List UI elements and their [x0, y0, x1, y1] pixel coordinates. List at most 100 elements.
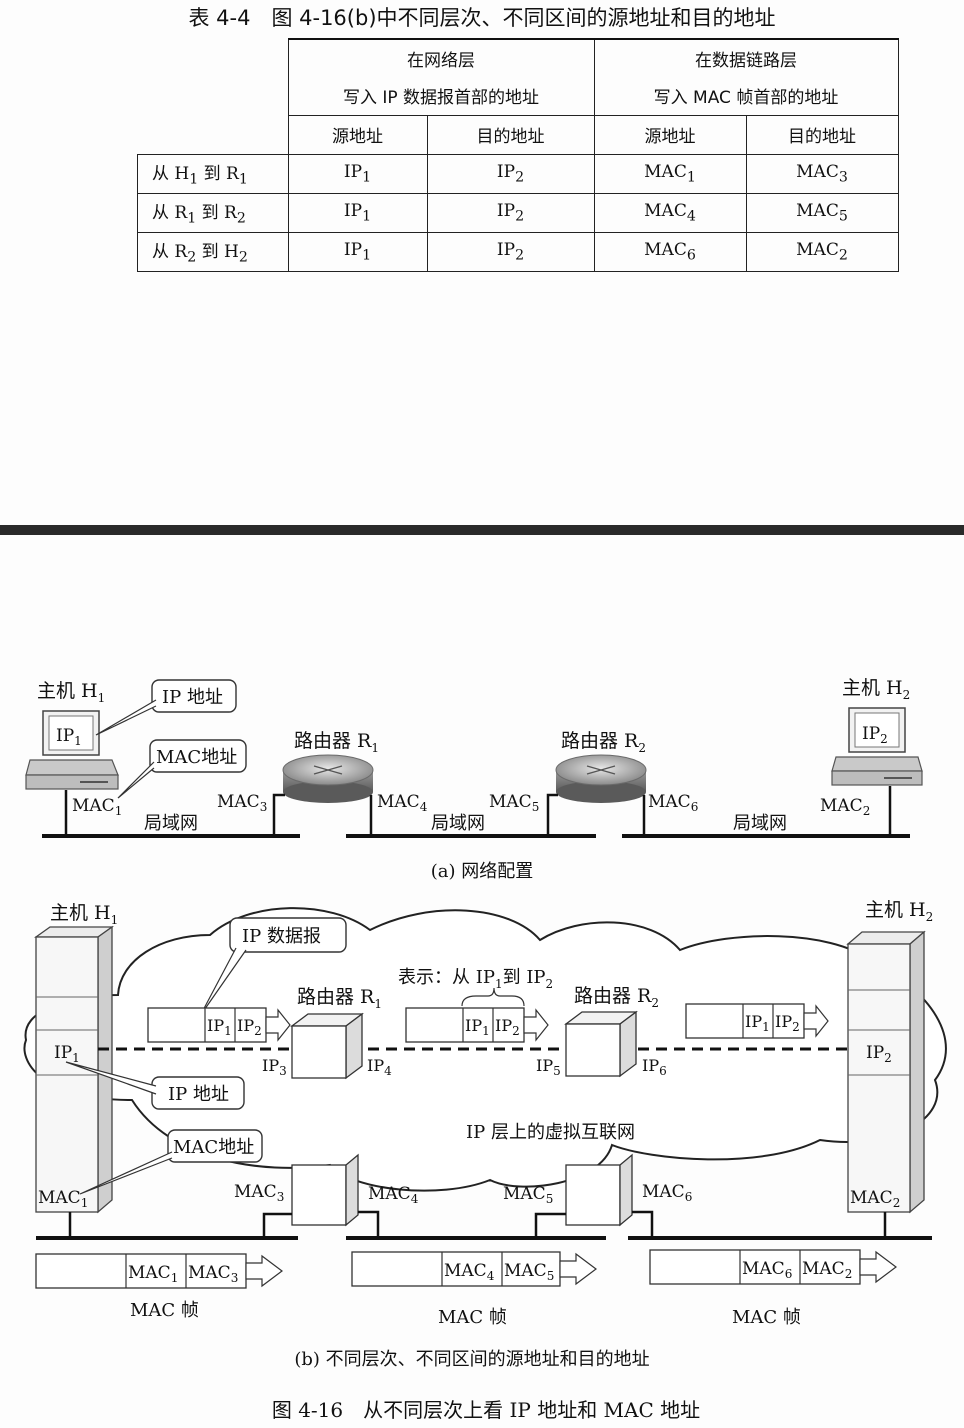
host-h2-protocol-stack — [846, 930, 926, 1214]
fig-a-lan1-label: 局域网 — [144, 813, 198, 834]
fig-b-h1-label: 主机 H1 — [50, 902, 118, 927]
fig-b-mac4: MAC4 — [368, 1184, 419, 1206]
fig-b-mac-callout-box — [167, 1129, 263, 1163]
r1-left-link — [272, 793, 285, 836]
fig-b-ip-callout-pointer — [65, 1061, 157, 1095]
cell-ip-dst: IP2 — [426, 192, 595, 233]
fig-a-mac4: MAC4 — [377, 792, 428, 814]
virtual-internet-label: IP 层上的虚拟互联网 — [466, 1122, 635, 1143]
row-label-r2-h2: 从 R2 到 H2 — [137, 231, 289, 272]
fig-a-ip-callout-pointer — [95, 699, 157, 736]
fig-a-mac-callout-pointer — [117, 761, 155, 799]
datagram-2-src-ip: IP1 — [465, 1016, 490, 1038]
table-row: 从 H1 到 R1 IP1 IP2 MAC1 MAC3 — [137, 153, 899, 194]
fig-b-caption: (b) 不同层次、不同区间的源地址和目的地址 — [294, 1349, 649, 1370]
fig-a-mac-callout-label: MAC地址 — [156, 747, 237, 768]
fig-b-mac6: MAC6 — [642, 1182, 692, 1204]
col-header-mac-dst: 目的地址 — [745, 114, 899, 155]
cell-mac-src: MAC1 — [593, 153, 747, 194]
network-layer-header-line2: 写入 IP 数据报首部的地址 — [287, 77, 595, 116]
router-r1-lower-column — [291, 1164, 347, 1226]
fig-a-ip-callout-box — [151, 679, 237, 713]
table-row: 从 R1 到 R2 IP1 IP2 MAC4 MAC5 — [137, 192, 899, 233]
datagram-1-dst-ip: IP2 — [237, 1016, 262, 1038]
fig-a-mac6: MAC6 — [648, 792, 698, 814]
frame-3-src-mac: MAC6 — [742, 1259, 792, 1281]
frame-3-label: MAC 帧 — [732, 1307, 801, 1328]
table-caption: 表 4-4 图 4-16(b)中不同层次、不同区间的源地址和目的地址 — [188, 6, 776, 30]
fig-b-h2-label: 主机 H2 — [865, 899, 933, 924]
fig-b-mac-callout-pointer — [79, 1151, 173, 1195]
frame-1-src-mac: MAC1 — [128, 1263, 178, 1285]
meaning-brace — [461, 987, 525, 1007]
fig-b-ip6: IP6 — [642, 1056, 667, 1078]
mac-frame-3 — [649, 1249, 897, 1285]
cell-mac-dst: MAC3 — [745, 153, 899, 194]
fig-a-caption: (a) 网络配置 — [431, 861, 534, 882]
router-r2-lower-column-side — [619, 1153, 633, 1227]
table-row: 从 R2 到 H2 IP1 IP2 MAC6 MAC2 — [137, 231, 899, 272]
cell-ip-dst: IP2 — [426, 231, 595, 272]
fig-b-r2-left-link — [534, 1212, 566, 1238]
fig-b-h1-ip: IP1 — [54, 1043, 80, 1065]
figure-caption: 图 4-16 从不同层次上看 IP 地址和 MAC 地址 — [272, 1398, 700, 1422]
fig-a-lan2-label: 局域网 — [431, 813, 485, 834]
datagram-1-src-ip: IP1 — [207, 1016, 232, 1038]
host-h1-protocol-stack — [33, 925, 115, 1214]
mac-frame-2 — [351, 1251, 597, 1287]
page-divider — [0, 525, 964, 535]
datagram-meaning-note: 表示：从 IP1到 IP2 — [398, 967, 553, 991]
fig-a-h2-label: 主机 H2 — [842, 677, 910, 702]
cell-mac-dst: MAC5 — [745, 192, 899, 233]
router-r2-cube — [564, 1010, 638, 1078]
fig-b-mac2: MAC2 — [850, 1188, 900, 1210]
frame-2-label: MAC 帧 — [438, 1307, 507, 1328]
fig-a-r1-label: 路由器 R1 — [294, 730, 379, 755]
fig-b-ip3: IP3 — [262, 1056, 287, 1078]
fig-b-mac1: MAC1 — [38, 1188, 88, 1210]
fig-b-mac3: MAC3 — [234, 1182, 284, 1204]
fig-b-r2-right-link — [632, 1210, 654, 1238]
fig-a-network-config: 主机 H1 IP1 IP 地址 MAC地址 MAC1 局域网 路由器 R1 — [25, 677, 923, 882]
ip-datagram-2 — [405, 1007, 549, 1043]
fig-b-mac5: MAC5 — [503, 1184, 553, 1206]
col-header-ip-dst: 目的地址 — [426, 114, 595, 155]
table-corner — [137, 39, 289, 155]
fig-b-ip-callout-label: IP 地址 — [168, 1084, 229, 1105]
router-r1-lower-column-side — [345, 1153, 359, 1227]
fig-a-mac3: MAC3 — [217, 792, 267, 814]
fig-a-ip-callout-label: IP 地址 — [162, 687, 223, 708]
cell-ip-src: IP1 — [287, 153, 428, 194]
fig-b-r1-left-link — [262, 1212, 292, 1238]
fig-b-r1-label: 路由器 R1 — [297, 986, 382, 1011]
router-r1-icon — [282, 754, 374, 803]
fig-b-r2-label: 路由器 R2 — [574, 985, 659, 1010]
fig-b-layered-view: 主机 H1 IP1 MAC1 主机 H2 IP2 — [23, 899, 947, 1370]
col-header-mac-src: 源地址 — [593, 114, 747, 155]
fig-a-mac2: MAC2 — [820, 796, 870, 818]
fig-b-datagram-callout-box — [229, 917, 347, 953]
mac-frame-1 — [35, 1253, 283, 1289]
fig-a-h1-ip: IP1 — [56, 726, 82, 748]
datagram-3-dst-ip: IP2 — [775, 1012, 800, 1034]
host-h2-computer-icon — [831, 707, 923, 786]
router-r2-icon — [555, 754, 647, 803]
host-h1-computer-icon — [25, 710, 119, 790]
fig-b-h2-ip: IP2 — [866, 1043, 892, 1065]
row-label-h1-r1: 从 H1 到 R1 — [137, 153, 289, 194]
fig-a-mac1: MAC1 — [72, 796, 122, 818]
fig-b-r1-right-link — [358, 1210, 380, 1238]
address-table: 在网络层 在数据链路层 写入 IP 数据报首部的地址 写入 MAC 帧首部的地址… — [137, 38, 899, 272]
fig-a-r2-label: 路由器 R2 — [561, 730, 646, 755]
r2-left-link — [546, 793, 558, 836]
fig-b-ip5: IP5 — [536, 1056, 561, 1078]
cell-mac-dst: MAC2 — [745, 231, 899, 272]
frame-1-dst-mac: MAC3 — [188, 1263, 238, 1285]
network-layer-header-line1: 在网络层 — [287, 38, 595, 77]
link-layer-header-line2: 写入 MAC 帧首部的地址 — [593, 77, 899, 116]
fig-b-datagram-callout-label: IP 数据报 — [242, 926, 321, 947]
frame-2-src-mac: MAC4 — [444, 1261, 495, 1283]
cell-ip-src: IP1 — [287, 231, 428, 272]
